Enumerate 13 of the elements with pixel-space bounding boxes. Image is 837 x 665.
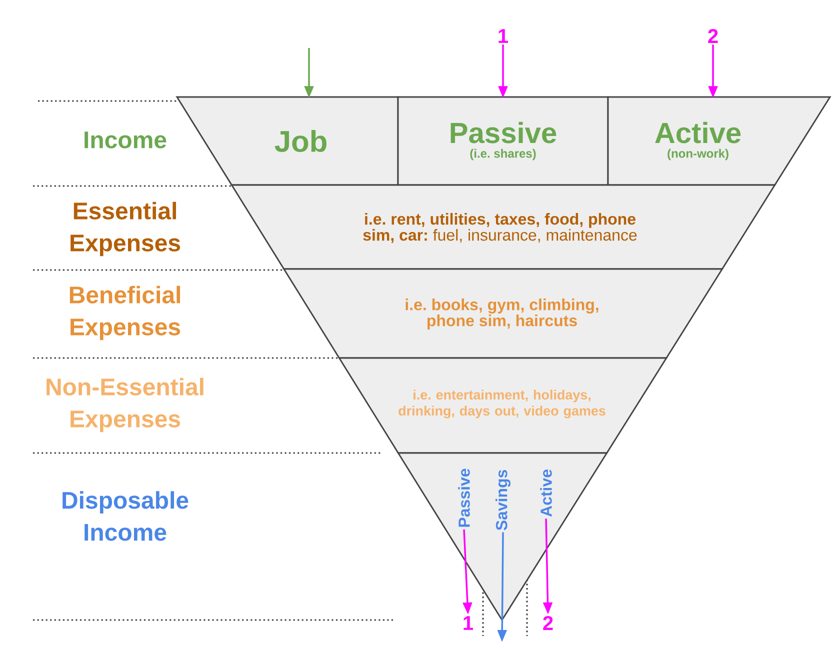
row-label: Beneficial Expenses	[70, 286, 180, 340]
band-text: Active	[540, 470, 552, 517]
row-label: Non-Essential Expenses	[46, 378, 204, 432]
callout-number: 2	[708, 29, 718, 43]
callout-number: 1	[498, 29, 508, 43]
funnel-cell: Active (non-work)	[607, 96, 832, 186]
callout-number: 1	[464, 616, 473, 630]
band-text: Passive	[458, 468, 470, 527]
funnel-cell: Passive (i.e. shares)	[397, 96, 609, 186]
row-label: Essential Expenses	[70, 202, 180, 256]
row-label: Disposable Income	[62, 491, 188, 541]
callout-number: 2	[543, 616, 553, 630]
band-text: Savings	[496, 470, 510, 530]
